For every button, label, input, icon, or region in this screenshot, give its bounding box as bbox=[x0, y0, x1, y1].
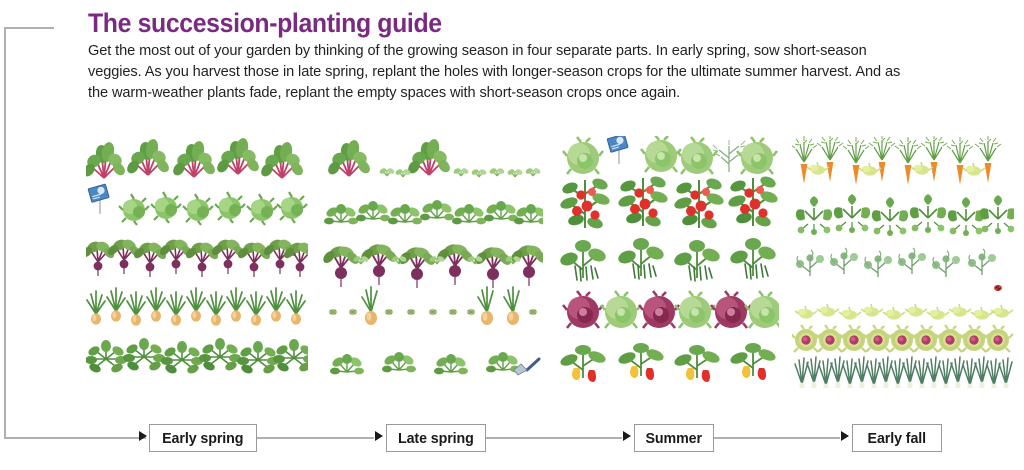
seed-packet-icon bbox=[87, 183, 110, 215]
stage-label-early-fall: Early fall bbox=[867, 429, 927, 447]
arrow-to-early-fall bbox=[841, 431, 849, 441]
late-spring-illustration bbox=[321, 137, 544, 377]
seed-packet-icon bbox=[606, 136, 629, 165]
stage-box-early-fall[interactable]: Early fall bbox=[852, 424, 942, 452]
trowel-icon bbox=[512, 357, 541, 377]
ladybug-icon bbox=[993, 284, 1003, 292]
timeline-connector-2 bbox=[486, 437, 622, 439]
row-tomatoes bbox=[557, 173, 779, 232]
row-beets bbox=[321, 241, 544, 289]
arrow-to-summer bbox=[623, 431, 631, 441]
row-lettuce bbox=[87, 183, 308, 227]
summer-illustration bbox=[557, 136, 779, 383]
row-new-transplants bbox=[329, 351, 541, 377]
page-title: The succession-planting guide bbox=[88, 8, 442, 38]
row-beans bbox=[557, 237, 779, 282]
stage-label-late-spring: Late spring bbox=[398, 429, 474, 447]
stage-box-summer[interactable]: Summer bbox=[634, 424, 714, 452]
row-transplant-seedlings bbox=[323, 199, 544, 226]
timeline-connector-3 bbox=[714, 437, 840, 439]
stage-box-late-spring[interactable]: Late spring bbox=[386, 424, 486, 452]
stage-label-early-spring: Early spring bbox=[162, 429, 244, 447]
bracket-bottom-line bbox=[4, 437, 146, 439]
early-spring-illustration bbox=[86, 136, 308, 376]
timeline-connector-1 bbox=[257, 437, 374, 439]
row-peas bbox=[795, 247, 1003, 292]
row-swiss-chard bbox=[86, 136, 307, 180]
arrow-to-early-spring bbox=[139, 431, 147, 441]
row-beets bbox=[86, 236, 308, 278]
row-carrots bbox=[791, 136, 1002, 186]
stage-label-summer: Summer bbox=[645, 429, 703, 447]
garden-panel-late-spring bbox=[321, 136, 544, 388]
row-radicchio bbox=[791, 323, 1014, 354]
row-mesclun bbox=[794, 303, 1014, 321]
intro-paragraph: Get the most out of your garden by think… bbox=[88, 43, 901, 101]
garden-panel-early-fall bbox=[791, 136, 1014, 388]
row-lettuce-heads-bottom bbox=[561, 289, 779, 330]
row-arugula bbox=[86, 337, 308, 376]
garden-panel-early-spring bbox=[86, 136, 308, 388]
row-swiss-chard-harvested bbox=[325, 137, 543, 178]
stage-box-early-spring[interactable]: Early spring bbox=[149, 424, 257, 452]
row-onions bbox=[86, 287, 306, 327]
row-squash-greens bbox=[795, 193, 1014, 237]
arrow-to-late-spring bbox=[375, 431, 383, 441]
row-lettuce-heads-top bbox=[561, 136, 778, 176]
garden-panels bbox=[86, 136, 1014, 388]
row-onions-partly-harvested bbox=[328, 286, 538, 326]
bracket-top-line bbox=[4, 27, 54, 29]
early-fall-illustration bbox=[791, 136, 1014, 388]
bracket-vertical-line bbox=[4, 27, 6, 439]
garden-panel-summer bbox=[556, 136, 779, 388]
row-scallions bbox=[794, 356, 1013, 388]
row-peppers bbox=[557, 342, 778, 383]
